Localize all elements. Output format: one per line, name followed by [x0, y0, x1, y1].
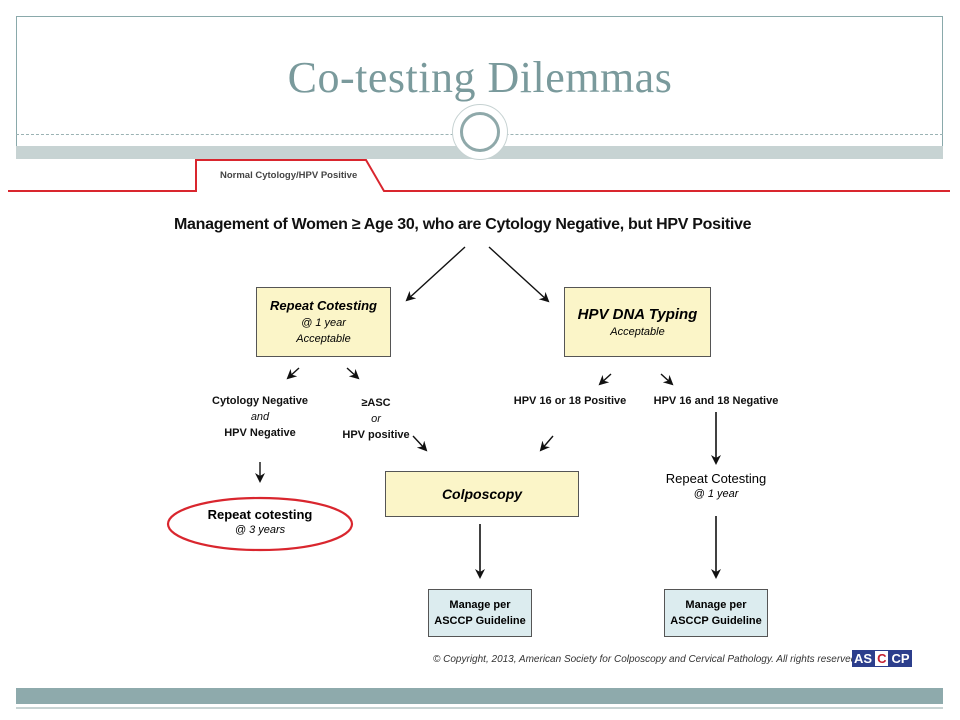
- arrow-to-asc: [346, 367, 360, 380]
- footer-line: [16, 707, 943, 709]
- repeat-1yr-interval: @ 1 year: [693, 488, 739, 500]
- manage-left-line1: Manage per: [449, 599, 511, 611]
- slide-title: Co-testing Dilemmas: [287, 53, 673, 102]
- arrow-to-cyto-neg: [286, 367, 300, 380]
- repeat-1yr-node: Repeat Cotesting @ 1 year: [656, 470, 776, 501]
- tab-outline: [8, 159, 950, 192]
- cytology-negative-label: Cytology Negative and HPV Negative: [196, 392, 324, 442]
- asc-line3: HPV positive: [342, 429, 410, 441]
- hpv-typing-box: HPV DNA Typing Acceptable: [564, 287, 711, 357]
- manage-right-line1: Manage per: [685, 599, 747, 611]
- manage-left-line2: ASCCP Guideline: [434, 615, 526, 627]
- tab-label: Normal Cytology/HPV Positive: [220, 170, 358, 181]
- cyto-neg-line1: Cytology Negative: [212, 395, 308, 407]
- arrow-pos-to-colposcopy: [539, 435, 554, 452]
- arrow-to-hpv1618-neg: [660, 373, 674, 386]
- footer-bar: [16, 688, 943, 704]
- copyright-text: © Copyright, 2013, American Society for …: [433, 654, 860, 665]
- repeat-cotesting-box: Repeat Cotesting @ 1 year Acceptable: [256, 287, 391, 357]
- manage-right-line2: ASCCP Guideline: [670, 615, 762, 627]
- asc-line2: or: [371, 413, 381, 425]
- header-ring-icon: [460, 112, 500, 152]
- diagram-title: Management of Women ≥ Age 30, who are Cy…: [174, 216, 752, 233]
- hpv1618-negative-label: HPV 16 and 18 Negative: [653, 395, 779, 407]
- arrow-to-hpv1618-pos: [598, 373, 612, 386]
- arrow-to-repeat-cotesting: [405, 246, 466, 302]
- repeat-cotesting-status: Acceptable: [296, 333, 351, 345]
- repeat-cotesting-interval: @ 1 year: [301, 317, 346, 329]
- repeat-3yr-node: Repeat cotesting @ 3 years: [180, 506, 340, 537]
- highlight-ellipse: [166, 496, 354, 552]
- hpv1618-positive-label: HPV 16 or 18 Positive: [513, 395, 627, 407]
- hpv-typing-status: Acceptable: [610, 325, 665, 338]
- arrow-to-hpv-typing: [488, 246, 550, 303]
- manage-asccp-right-box: Manage per ASCCP Guideline: [664, 589, 768, 637]
- cyto-neg-line2: and: [250, 411, 270, 423]
- colposcopy-box: Colposcopy: [385, 471, 579, 517]
- cyto-neg-line3: HPV Negative: [224, 427, 296, 439]
- arrow-asc-to-colposcopy: [412, 435, 428, 452]
- repeat-3yr-title: Repeat cotesting: [207, 507, 313, 522]
- repeat-cotesting-title: Repeat Cotesting: [270, 298, 377, 313]
- asc-line1: ≥ASC: [361, 397, 391, 409]
- manage-asccp-left-box: Manage per ASCCP Guideline: [428, 589, 532, 637]
- repeat-1yr-title: Repeat Cotesting: [665, 471, 767, 486]
- header-frame: [16, 16, 943, 158]
- repeat-3yr-interval: @ 3 years: [234, 524, 286, 536]
- asc-label: ≥ASC or HPV positive: [336, 394, 416, 444]
- colposcopy-title: Colposcopy: [441, 486, 523, 502]
- hpv-typing-title: HPV DNA Typing: [577, 305, 698, 323]
